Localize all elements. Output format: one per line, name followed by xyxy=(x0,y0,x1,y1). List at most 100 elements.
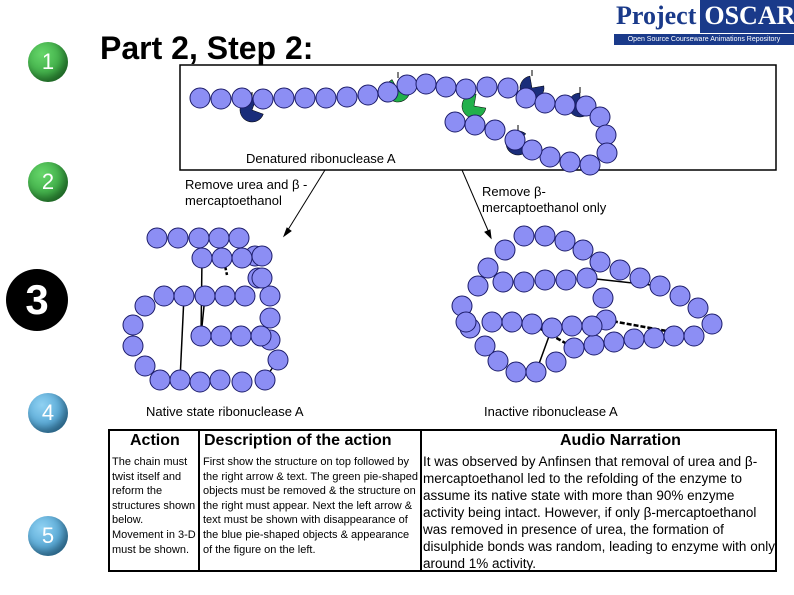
bead xyxy=(596,142,618,164)
native-label: Native state ribonuclease A xyxy=(146,404,304,419)
bead xyxy=(539,146,561,168)
bead xyxy=(683,325,705,347)
bead xyxy=(513,225,535,247)
bead xyxy=(294,87,316,109)
bead xyxy=(415,73,437,95)
bead xyxy=(497,77,519,99)
bead xyxy=(214,285,236,307)
bead xyxy=(169,369,191,391)
bead xyxy=(541,317,563,339)
logo-word-project: Project xyxy=(616,1,697,30)
bead xyxy=(211,247,233,269)
bead xyxy=(575,95,597,117)
bead xyxy=(649,275,671,297)
bead xyxy=(545,351,567,373)
logo-word-oscar: OSCAR xyxy=(700,0,794,33)
bead xyxy=(505,361,527,383)
bead xyxy=(251,267,273,289)
bead xyxy=(377,81,399,103)
bead xyxy=(259,285,281,307)
bead xyxy=(146,227,168,249)
bead xyxy=(167,227,189,249)
denatured-label: Denatured ribonuclease A xyxy=(246,151,396,166)
bead xyxy=(572,239,594,261)
step-3-bullet[interactable]: 3 xyxy=(6,269,68,331)
bead xyxy=(210,325,232,347)
step-1-bullet[interactable]: 1 xyxy=(28,42,68,82)
bead xyxy=(251,245,273,267)
bead xyxy=(149,369,171,391)
bead xyxy=(609,259,631,281)
bead xyxy=(534,225,556,247)
bead xyxy=(559,151,581,173)
bead xyxy=(554,230,576,252)
bead xyxy=(208,227,230,249)
bead xyxy=(561,315,583,337)
bead xyxy=(592,287,614,309)
bead xyxy=(190,325,212,347)
bead xyxy=(563,337,585,359)
arrow-left xyxy=(285,169,326,234)
step-2-bullet[interactable]: 2 xyxy=(28,162,68,202)
bead xyxy=(230,325,252,347)
bead xyxy=(583,334,605,356)
bead xyxy=(188,227,210,249)
bead xyxy=(534,92,556,114)
arrow-right xyxy=(461,169,491,236)
remove-bme-label: Remove β-mercaptoethanol only xyxy=(482,184,607,215)
bead-group xyxy=(122,73,723,393)
bead xyxy=(477,257,499,279)
bead xyxy=(603,331,625,353)
step-4-bullet[interactable]: 4 xyxy=(28,393,68,433)
bead xyxy=(663,325,685,347)
bead xyxy=(589,251,611,273)
bead xyxy=(252,88,274,110)
bead xyxy=(595,124,617,146)
bead xyxy=(455,78,477,100)
bead xyxy=(464,114,486,136)
bead xyxy=(189,87,211,109)
bead xyxy=(476,76,498,98)
bead xyxy=(134,355,156,377)
description-column xyxy=(200,431,422,570)
bead xyxy=(315,87,337,109)
bead xyxy=(513,271,535,293)
narration-text: It was observed by Anfinsen that removal… xyxy=(423,454,775,571)
bead xyxy=(701,313,723,335)
bead xyxy=(474,335,496,357)
arrows xyxy=(282,169,492,240)
step-1-number: 1 xyxy=(41,49,55,74)
bead xyxy=(153,285,175,307)
denatured-frame xyxy=(179,64,777,171)
bead xyxy=(444,111,466,133)
narration-header: Audio Narration xyxy=(560,432,681,449)
bead xyxy=(396,74,418,96)
bead xyxy=(122,314,144,336)
bead xyxy=(494,239,516,261)
step-3-number: 3 xyxy=(25,276,49,323)
action-column xyxy=(110,431,200,570)
bead xyxy=(231,87,253,109)
bond-line xyxy=(179,295,185,381)
description-text: First show the structure on top followed… xyxy=(203,456,419,556)
bead xyxy=(579,154,601,176)
bead xyxy=(455,311,477,333)
bead xyxy=(623,328,645,350)
bead xyxy=(209,369,231,391)
remove-urea-label: Remove urea and β -mercaptoethanol xyxy=(185,177,308,208)
bead xyxy=(589,106,611,128)
bead xyxy=(267,349,289,371)
bead xyxy=(231,247,253,269)
page-title: Part 2, Step 2: xyxy=(100,30,314,66)
bead xyxy=(534,269,556,291)
bead xyxy=(234,285,256,307)
step-5-bullet[interactable]: 5 xyxy=(28,516,68,556)
bead xyxy=(259,307,281,329)
bead xyxy=(643,327,665,349)
protein-diagram xyxy=(122,64,777,393)
bead xyxy=(521,139,543,161)
bead xyxy=(525,361,547,383)
bead xyxy=(501,311,523,333)
bead xyxy=(173,285,195,307)
